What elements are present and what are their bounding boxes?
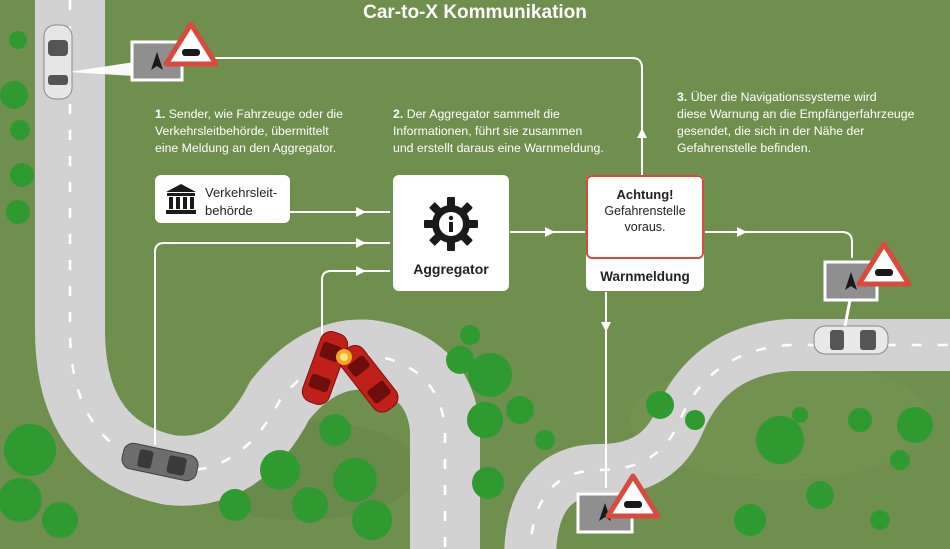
- authority-label-line-2: behörde: [205, 203, 253, 218]
- warning-message-label: Warnmeldung: [600, 269, 690, 284]
- trees: [0, 31, 933, 540]
- aggregator-box: Aggregator: [393, 175, 509, 291]
- road-left: [35, 0, 480, 549]
- authority-label-line-1: Verkehrsleit-: [205, 185, 278, 200]
- warning-triangle-bottom-icon: [605, 473, 661, 519]
- warning-message-card: Achtung! Gefahrenstelle voraus.: [586, 175, 704, 259]
- step-2-line-3: und erstellt daraus eine Warnmeldung.: [393, 141, 604, 155]
- authority-label: Verkehrsleit- behörde: [205, 184, 277, 220]
- step-1-line-1: Sender, wie Fahrzeuge oder die: [168, 107, 344, 121]
- step-2-number: 2.: [393, 107, 404, 121]
- step-2-text: 2. Der Aggregator sammelt die Informatio…: [393, 106, 604, 157]
- warning-message-box: Achtung! Gefahrenstelle voraus. Warnmeld…: [586, 175, 704, 291]
- signal-beam-icon: [68, 62, 135, 76]
- gear-info-icon: [424, 197, 478, 251]
- step-3-line-4: Gefahrenstelle befinden.: [677, 141, 811, 155]
- step-3-line-2: diese Warnung an die Empfängerfahrzeuge: [677, 107, 915, 121]
- flow-arrowheads: [356, 128, 747, 332]
- warning-message-line-3: voraus.: [624, 220, 666, 234]
- authority-box: Verkehrsleit- behörde: [155, 175, 290, 223]
- step-3-line-1: Über die Navigationssysteme wird: [690, 90, 877, 104]
- step-1-number: 1.: [155, 107, 166, 121]
- step-3-text: 3. Über die Navigationssysteme wird dies…: [677, 89, 914, 157]
- car-top-icon: [43, 24, 73, 100]
- car-left-bottom-icon: [121, 442, 199, 482]
- step-2-line-2: Informationen, führt sie zusammen: [393, 124, 583, 138]
- collision-spark-icon: [336, 349, 352, 365]
- step-1-line-3: eine Meldung an den Aggregator.: [155, 141, 337, 155]
- step-3-line-3: gesendet, die sich in der Nähe der: [677, 124, 865, 138]
- warning-message-title: Achtung!: [616, 187, 674, 202]
- step-1-text: 1. Sender, wie Fahrzeuge oder die Verkeh…: [155, 106, 343, 157]
- diagram-title: Car-to-X Kommunikation: [363, 2, 587, 23]
- warning-message-line-2: Gefahrenstelle: [604, 204, 686, 218]
- step-3-number: 3.: [677, 90, 688, 104]
- government-building-icon: [166, 184, 196, 214]
- aggregator-label: Aggregator: [413, 261, 489, 277]
- warning-triangle-right-icon: [856, 241, 912, 287]
- step-1-line-2: Verkehrsleitbehörde, übermittelt: [155, 124, 329, 138]
- car-right-icon: [813, 325, 889, 355]
- step-2-line-1: Der Aggregator sammelt die: [406, 107, 560, 121]
- warning-triangle-top-icon: [163, 21, 219, 67]
